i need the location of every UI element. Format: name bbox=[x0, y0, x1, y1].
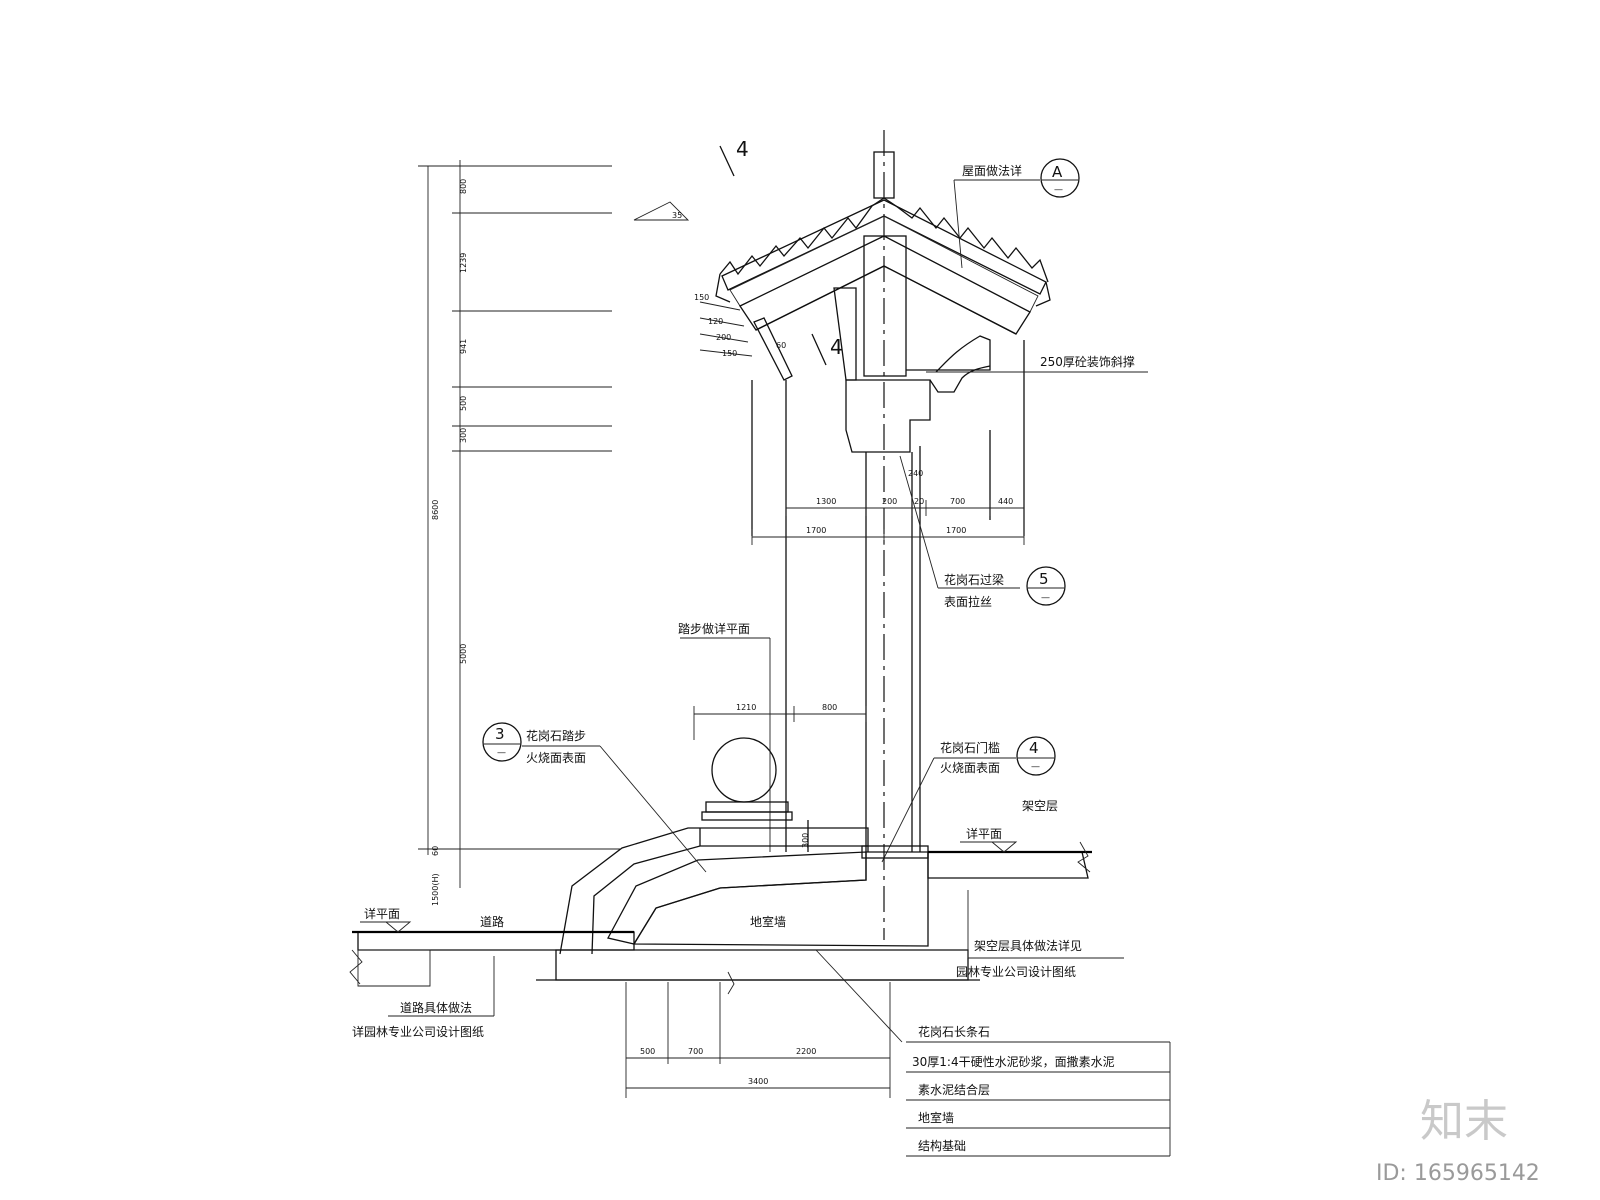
svg-text:花岗石门槛: 花岗石门槛 bbox=[940, 740, 1000, 755]
svg-text:150: 150 bbox=[722, 349, 737, 358]
watermark-id: ID: 165965142 bbox=[1376, 1161, 1540, 1186]
svg-text:4: 4 bbox=[830, 335, 843, 359]
svg-text:1300: 1300 bbox=[816, 497, 836, 506]
overhead-floor-label: 架空层 bbox=[1022, 799, 1058, 813]
dim-240: 240 bbox=[908, 469, 923, 478]
svg-text:园林专业公司设计图纸: 园林专业公司设计图纸 bbox=[956, 964, 1076, 979]
slope-indicator: 35 bbox=[633, 201, 690, 221]
svg-text:300: 300 bbox=[801, 833, 810, 848]
dim-5000: 5000 bbox=[459, 644, 468, 664]
wall-structure: 240 bbox=[751, 235, 1025, 852]
road-note: 道路具体做法 详园林专业公司设计图纸 bbox=[352, 956, 495, 1039]
watermark-logo: 知末 bbox=[1420, 1096, 1508, 1147]
svg-text:花岗石踏步: 花岗石踏步 bbox=[526, 728, 586, 743]
spec-row-5: 结构基础 bbox=[918, 1138, 966, 1153]
section-mark-middle: 4 bbox=[811, 333, 843, 366]
callout-sill: 花岗石门槛 火烧面表面 4 — bbox=[881, 736, 1056, 863]
spec-table: 花岗石长条石 30厚1:4干硬性水泥砂浆，面撒素水泥 素水泥结合层 地室墙 结构… bbox=[815, 949, 1171, 1157]
svg-text:1700: 1700 bbox=[946, 526, 966, 535]
svg-text:150: 150 bbox=[694, 293, 709, 302]
svg-text:4: 4 bbox=[736, 137, 749, 161]
svg-text:60: 60 bbox=[776, 341, 786, 350]
svg-text:2200: 2200 bbox=[796, 1047, 816, 1056]
svg-text:1700: 1700 bbox=[806, 526, 826, 535]
svg-text:表面拉丝: 表面拉丝 bbox=[944, 594, 992, 609]
dim-300: 300 bbox=[459, 428, 468, 443]
svg-text:踏步做详平面: 踏步做详平面 bbox=[678, 621, 750, 636]
svg-text:700: 700 bbox=[950, 497, 965, 506]
svg-text:200: 200 bbox=[882, 497, 897, 506]
roof-detail-symbol: A bbox=[1052, 163, 1063, 181]
svg-text:3400: 3400 bbox=[748, 1077, 768, 1086]
spec-row-1: 花岗石长条石 bbox=[918, 1024, 990, 1039]
svg-text:火烧面表面: 火烧面表面 bbox=[940, 761, 1000, 775]
dim-1239: 1239 bbox=[459, 253, 468, 273]
svg-text:—: — bbox=[1041, 593, 1050, 603]
spec-row-3: 素水泥结合层 bbox=[918, 1082, 990, 1097]
steps-outline bbox=[559, 820, 869, 955]
overhead-note: 架空层具体做法详见 园林专业公司设计图纸 bbox=[956, 890, 1124, 979]
steps-plan-callout: 踏步做详平面 bbox=[678, 621, 771, 852]
dim-60: 60 bbox=[431, 846, 440, 856]
svg-text:—: — bbox=[497, 748, 506, 758]
roof-section: 150 120 200 150 60 bbox=[694, 197, 1051, 381]
svg-text:440: 440 bbox=[998, 497, 1013, 506]
svg-text:1210: 1210 bbox=[736, 703, 756, 712]
spec-row-2: 30厚1:4干硬性水泥砂浆，面撒素水泥 bbox=[912, 1054, 1115, 1069]
svg-text:道路具体做法: 道路具体做法 bbox=[400, 1000, 472, 1015]
plan-label-right: 详平面 bbox=[966, 826, 1002, 841]
dim-8600: 8600 bbox=[431, 500, 440, 520]
step-dimensions: 1210 800 300 bbox=[693, 703, 867, 848]
svg-text:500: 500 bbox=[640, 1047, 655, 1056]
callout-roof: A — 屋面做法详 bbox=[953, 158, 1080, 269]
dim-1500h: 1500(H) bbox=[431, 873, 440, 906]
road-label: 道路 bbox=[480, 914, 504, 929]
top-horizontal-dimensions: 1300 200 20 700 440 1700 1700 bbox=[751, 497, 1025, 545]
spec-row-4: 地室墙 bbox=[918, 1110, 954, 1125]
dim-500: 500 bbox=[459, 396, 468, 411]
svg-text:火烧面表面: 火烧面表面 bbox=[526, 751, 586, 765]
svg-text:800: 800 bbox=[822, 703, 837, 712]
eave-dims: 150 120 200 150 60 bbox=[694, 293, 786, 358]
left-vertical-dimensions: 800 1239 941 500 300 5000 8600 1500(H) 6… bbox=[418, 160, 620, 906]
plan-label-left: 详平面 bbox=[364, 906, 400, 921]
sill-detail-symbol: 4 bbox=[1029, 739, 1039, 757]
beam-label: 250厚砼装饰斜撑 bbox=[1040, 354, 1135, 369]
svg-text:花岗石过梁: 花岗石过梁 bbox=[944, 572, 1004, 587]
lintel-detail-symbol: 5 bbox=[1039, 570, 1049, 588]
svg-text:架空层具体做法详见: 架空层具体做法详见 bbox=[974, 938, 1082, 953]
svg-text:—: — bbox=[1031, 762, 1040, 772]
callout-beam: 250厚砼装饰斜撑 bbox=[926, 354, 1148, 373]
callout-lintel: 花岗石过梁 表面拉丝 5 — bbox=[899, 455, 1066, 609]
dim-941: 941 bbox=[459, 339, 468, 354]
bottom-dimensions: 500 700 2200 3400 bbox=[625, 982, 891, 1098]
section-mark-top: 4 bbox=[719, 137, 749, 177]
basement-wall-label: 地室墙 bbox=[750, 914, 786, 929]
svg-text:200: 200 bbox=[716, 333, 731, 342]
callout-steps: 3 — 花岗石踏步 火烧面表面 bbox=[482, 722, 707, 873]
roof-detail-label: 屋面做法详 bbox=[962, 163, 1022, 178]
svg-text:20: 20 bbox=[914, 497, 924, 506]
svg-text:详园林专业公司设计图纸: 详园林专业公司设计图纸 bbox=[352, 1024, 484, 1039]
svg-text:—: — bbox=[1054, 185, 1063, 195]
stone-sphere bbox=[701, 737, 793, 821]
svg-text:120: 120 bbox=[708, 317, 723, 326]
watermark: 知末 ID: 165965142 bbox=[1376, 1096, 1540, 1186]
dim-800: 800 bbox=[459, 179, 468, 194]
svg-text:700: 700 bbox=[688, 1047, 703, 1056]
foundation-section bbox=[349, 841, 1092, 995]
svg-text:35: 35 bbox=[672, 211, 682, 220]
steps-detail-symbol: 3 bbox=[495, 725, 505, 743]
